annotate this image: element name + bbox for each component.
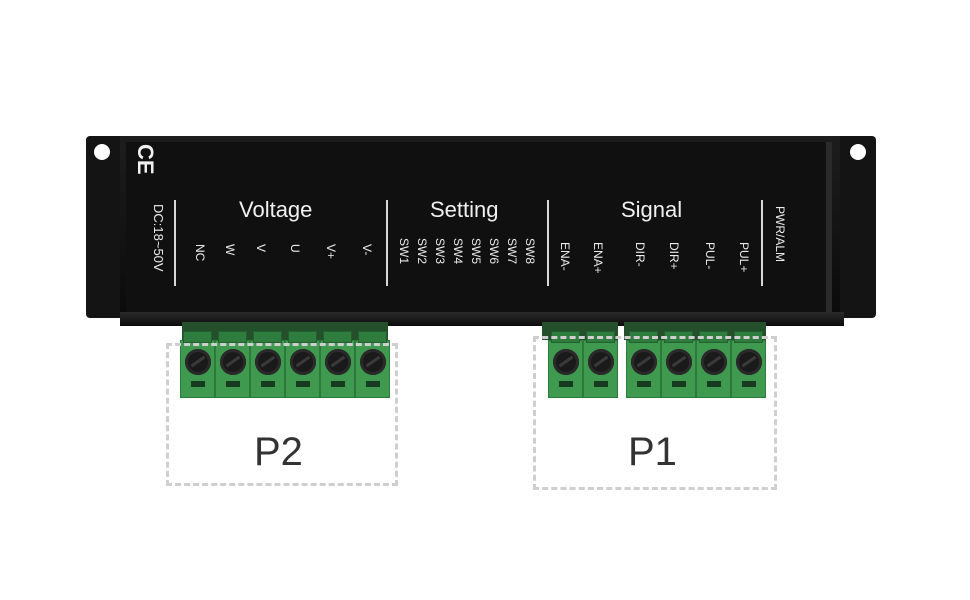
screw-terminal-dir-plus[interactable]: [661, 331, 696, 398]
pin-label-vminus: V-: [360, 244, 374, 256]
left-mounting-ear: [86, 136, 126, 318]
mount-hole: [94, 144, 110, 160]
p2-terminal-block: [180, 331, 390, 398]
screw-icon: [665, 349, 692, 375]
switch-label-sw2: SW2: [415, 238, 429, 265]
voltage-title: Voltage: [239, 197, 313, 222]
screw-terminal-ena-plus[interactable]: [583, 331, 618, 398]
screw-terminal-v[interactable]: [250, 331, 285, 398]
pin-label-u: U: [288, 244, 302, 253]
pin-label-dir-plus: DIR+: [667, 242, 681, 270]
screw-terminal-dir-minus[interactable]: [626, 331, 661, 398]
pin-label-ena-plus: ENA+: [591, 242, 605, 274]
pin-label-vplus: V+: [324, 244, 338, 260]
switch-label-sw8: SW8: [523, 238, 537, 265]
driver-front-panel: [126, 142, 832, 312]
p1-ena-terminal-block: [548, 331, 618, 398]
wire-slot: [706, 381, 721, 387]
divider: [761, 200, 763, 286]
p2-label: P2: [254, 430, 303, 474]
screw-icon: [324, 349, 351, 375]
p1-signal-terminal-base: [624, 322, 766, 340]
switch-label-sw3: SW3: [433, 238, 447, 265]
screw-terminal-vplus[interactable]: [320, 331, 355, 398]
screw-icon: [700, 349, 727, 375]
p1-label: P1: [628, 430, 677, 474]
p1-outline: [533, 336, 777, 490]
pin-label-dir-minus: DIR-: [633, 242, 647, 267]
wire-slot: [741, 381, 756, 387]
screw-terminal-nc[interactable]: [180, 331, 215, 398]
switch-label-sw7: SW7: [505, 238, 519, 265]
screw-terminal-vminus[interactable]: [355, 331, 390, 398]
pwr-alm-label: PWR/ALM: [773, 206, 787, 263]
wire-slot: [190, 381, 205, 387]
p2-outline: [166, 343, 398, 486]
divider: [174, 200, 176, 286]
screw-icon: [359, 349, 386, 375]
wire-slot: [225, 381, 240, 387]
screw-terminal-u[interactable]: [285, 331, 320, 398]
screw-icon: [630, 349, 657, 375]
wire-slot: [558, 381, 573, 387]
setting-title: Setting: [430, 197, 499, 222]
wire-slot: [365, 381, 380, 387]
divider: [547, 200, 549, 286]
pin-label-ena-minus: ENA-: [558, 242, 572, 271]
screw-icon: [219, 349, 246, 375]
screw-terminal-w[interactable]: [215, 331, 250, 398]
wire-slot: [330, 381, 345, 387]
signal-title: Signal: [621, 197, 683, 222]
screw-icon: [184, 349, 211, 375]
pin-label-pul-plus: PUL+: [737, 242, 751, 273]
switch-label-sw5: SW5: [469, 238, 483, 265]
screw-icon: [254, 349, 281, 375]
screw-icon: [552, 349, 579, 375]
wire-slot: [260, 381, 275, 387]
wire-slot: [593, 381, 608, 387]
switch-label-sw4: SW4: [451, 238, 465, 265]
ce-mark: CE: [133, 144, 158, 175]
screw-icon: [735, 349, 762, 375]
pin-label-nc: NC: [193, 244, 207, 262]
switch-label-sw6: SW6: [487, 238, 501, 265]
wire-slot: [295, 381, 310, 387]
screw-icon: [289, 349, 316, 375]
wire-slot: [671, 381, 686, 387]
wire-slot: [636, 381, 651, 387]
switch-label-sw1: SW1: [397, 238, 411, 265]
pin-label-v: V: [254, 244, 268, 253]
power-spec-label: DC:18~50V: [151, 204, 166, 272]
pin-label-pul-minus: PUL-: [703, 242, 717, 270]
mount-hole: [850, 144, 866, 160]
screw-icon: [587, 349, 614, 375]
divider: [386, 200, 388, 286]
pin-label-w: W: [223, 244, 237, 256]
